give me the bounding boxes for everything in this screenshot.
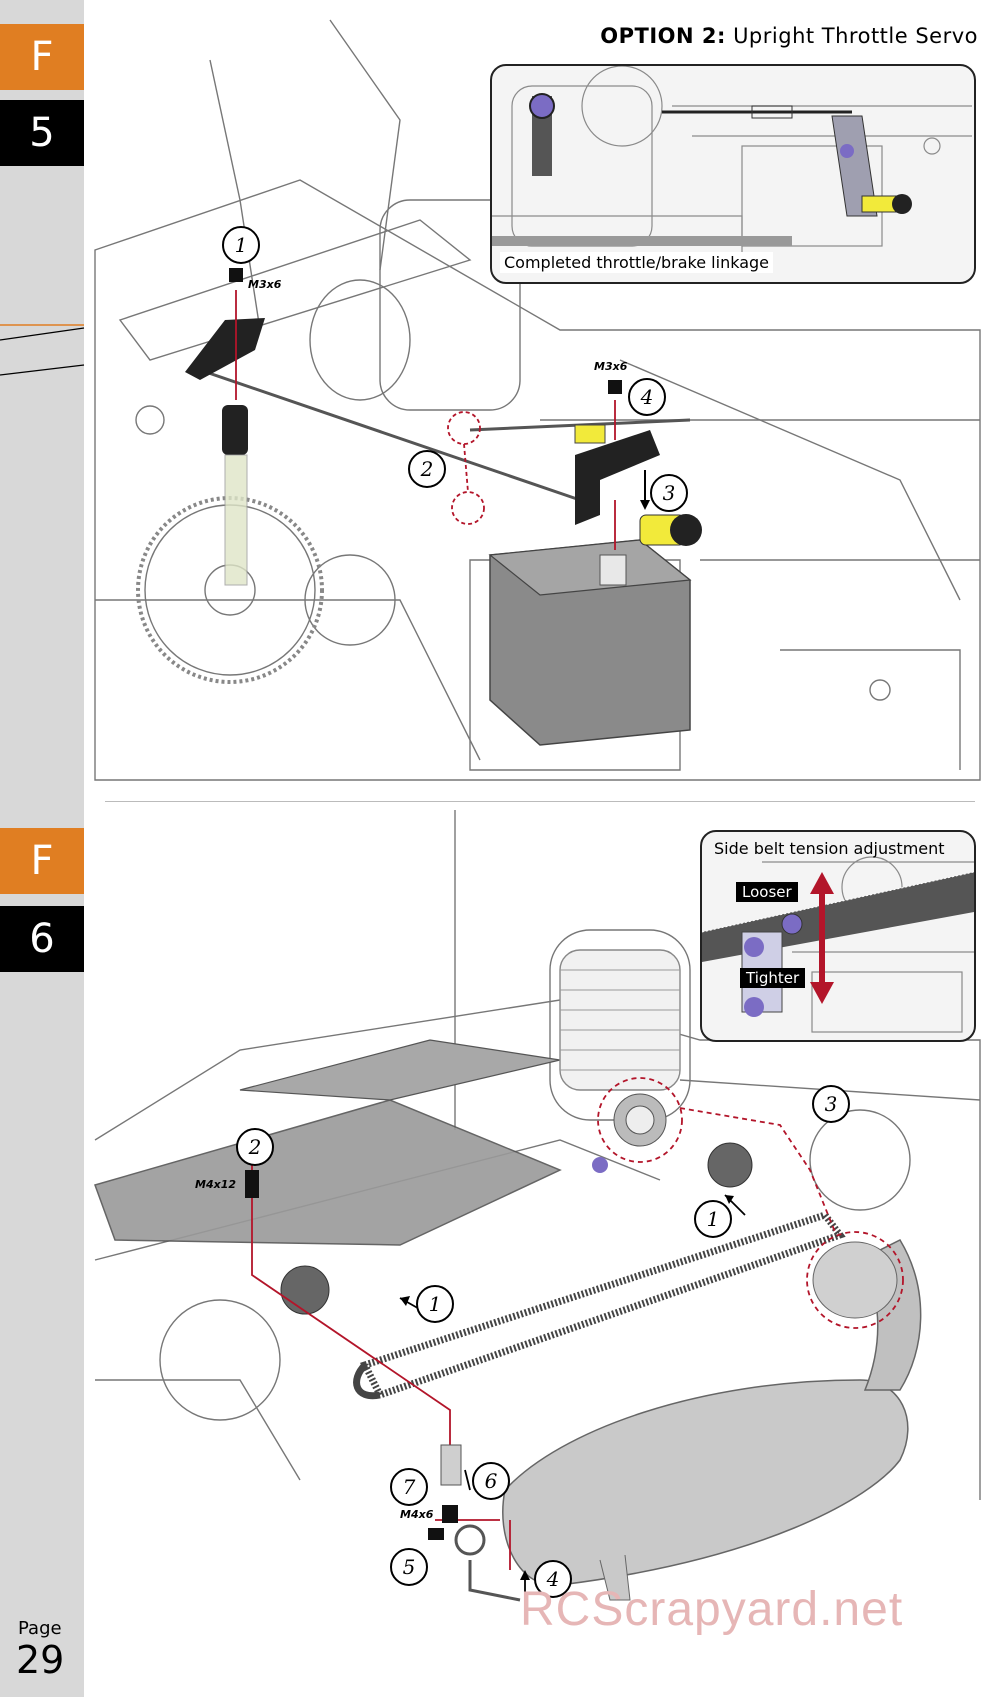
step6-callout-2: 2 xyxy=(236,1128,274,1166)
belt-tension-inset: Side belt tension adjustment Looser Tigh… xyxy=(700,830,976,1042)
section-letter-tab: F xyxy=(0,24,84,90)
step5-callout-1: 1 xyxy=(222,226,260,264)
screw-label-m3x6-carb: M3x6 xyxy=(248,278,282,291)
step6-callout-1a: 1 xyxy=(416,1285,454,1323)
step-number-tab: 5 xyxy=(0,100,84,166)
step6-callout-1b: 1 xyxy=(694,1200,732,1238)
belt-tension-inset-drawing xyxy=(702,856,974,1033)
step5-callout-4: 4 xyxy=(628,378,666,416)
option-title: Upright Throttle Servo xyxy=(725,24,978,48)
step6-callout-6: 6 xyxy=(472,1462,510,1500)
step-header: OPTION 2: Upright Throttle Servo xyxy=(600,24,978,48)
option-label: OPTION 2: xyxy=(600,24,726,48)
section-letter-tab-2: F xyxy=(0,828,84,894)
step6-callout-5: 5 xyxy=(390,1548,428,1586)
step-number-tab-2: 6 xyxy=(0,906,84,972)
section-divider xyxy=(105,801,975,802)
step6-callout-4: 4 xyxy=(534,1560,572,1598)
linkage-inset: Completed throttle/brake linkage xyxy=(490,64,976,284)
page-label: Page xyxy=(18,1618,62,1639)
screw-label-m4x6: M4x6 xyxy=(400,1508,434,1521)
step6-callout-3: 3 xyxy=(812,1085,850,1123)
step6-callout-7: 7 xyxy=(390,1468,428,1506)
linkage-inset-drawing xyxy=(492,66,972,266)
page-number: 29 xyxy=(16,1638,65,1682)
tighter-tag: Tighter xyxy=(740,968,806,988)
belt-tension-inset-caption: Side belt tension adjustment xyxy=(714,839,945,858)
looser-tag: Looser xyxy=(736,882,798,902)
step5-callout-2: 2 xyxy=(408,450,446,488)
watermark-text: RCScrapyard.net xyxy=(520,1583,904,1636)
screw-label-m3x6-servo: M3x6 xyxy=(594,360,628,373)
linkage-inset-caption: Completed throttle/brake linkage xyxy=(500,252,773,273)
screw-label-m4x12: M4x12 xyxy=(195,1178,237,1191)
step5-callout-3: 3 xyxy=(650,474,688,512)
